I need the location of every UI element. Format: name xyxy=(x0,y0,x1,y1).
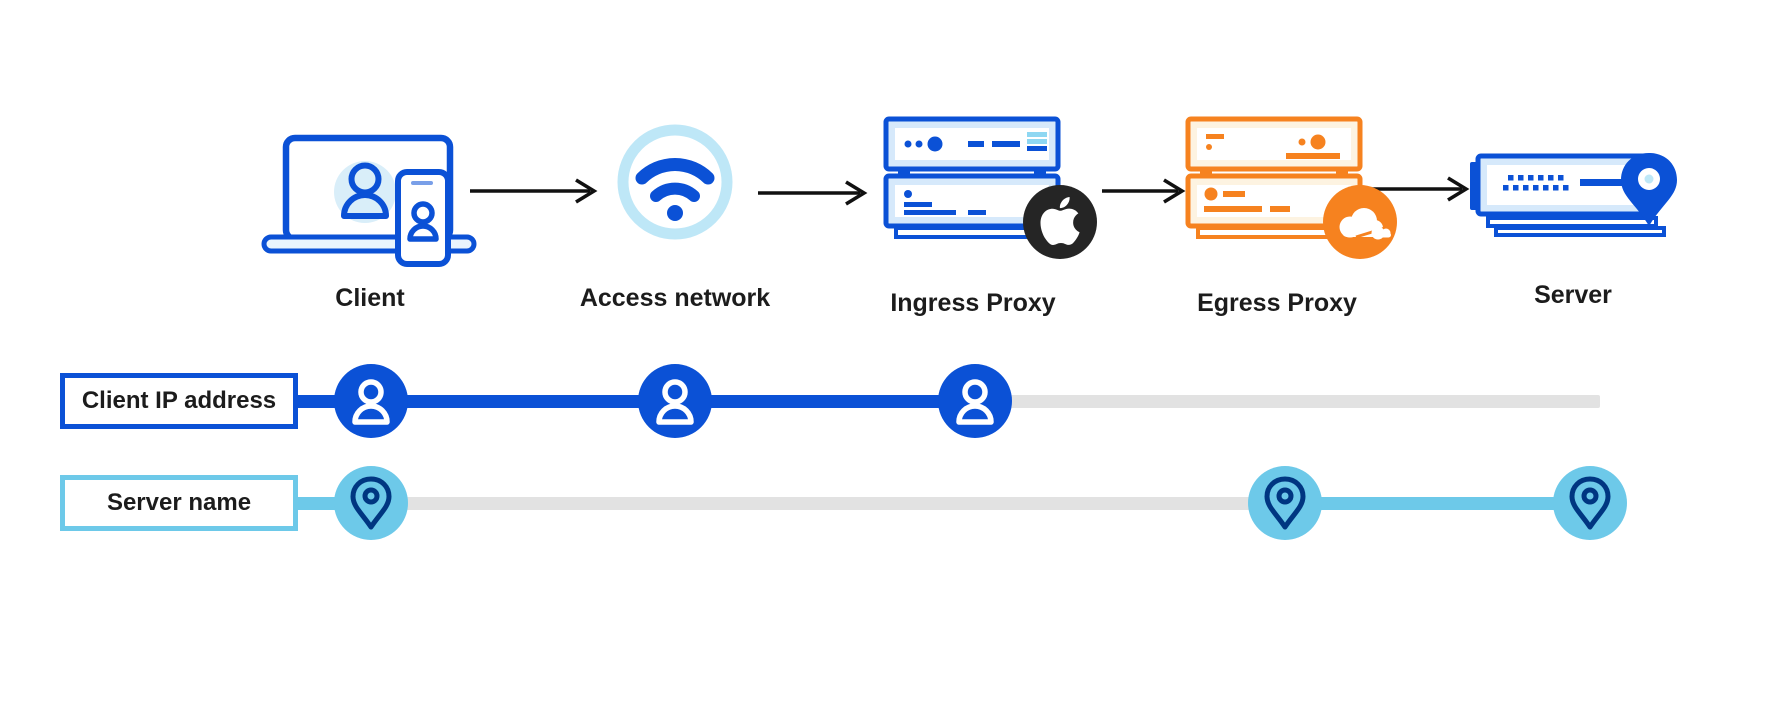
server-name-active-segment xyxy=(1285,497,1590,510)
node-label-ingress-proxy: Ingress Proxy xyxy=(890,289,1056,317)
flow-arrow-icon xyxy=(1372,176,1470,202)
apple-logo-icon xyxy=(1023,185,1097,259)
flow-arrow-icon xyxy=(1102,178,1186,204)
client-device-icon xyxy=(261,134,477,267)
node-label-egress-proxy: Egress Proxy xyxy=(1197,289,1357,317)
node-label-access-network: Access network xyxy=(579,284,771,312)
location-pin-marker-icon xyxy=(1553,466,1627,540)
cloudflare-logo-icon xyxy=(1323,185,1397,259)
server-pin-icon xyxy=(1470,153,1677,237)
client-ip-track-label: Client IP address xyxy=(60,373,298,429)
client-ip-inactive-segment xyxy=(975,395,1600,408)
person-marker-icon xyxy=(334,364,408,438)
flow-arrow-icon xyxy=(470,178,598,204)
wifi-icon xyxy=(617,124,733,240)
server-stack-blue-icon xyxy=(883,116,1061,239)
node-label-server: Server xyxy=(1534,281,1612,309)
person-marker-icon xyxy=(638,364,712,438)
location-pin-marker-icon xyxy=(1248,466,1322,540)
server-name-track-label: Server name xyxy=(60,475,298,531)
client-ip-active-segment xyxy=(296,395,975,408)
flow-arrow-icon xyxy=(758,180,868,206)
person-marker-icon xyxy=(938,364,1012,438)
server-name-inactive-segment xyxy=(371,497,1285,510)
node-label-client: Client xyxy=(335,284,405,312)
location-pin-marker-icon xyxy=(334,466,408,540)
